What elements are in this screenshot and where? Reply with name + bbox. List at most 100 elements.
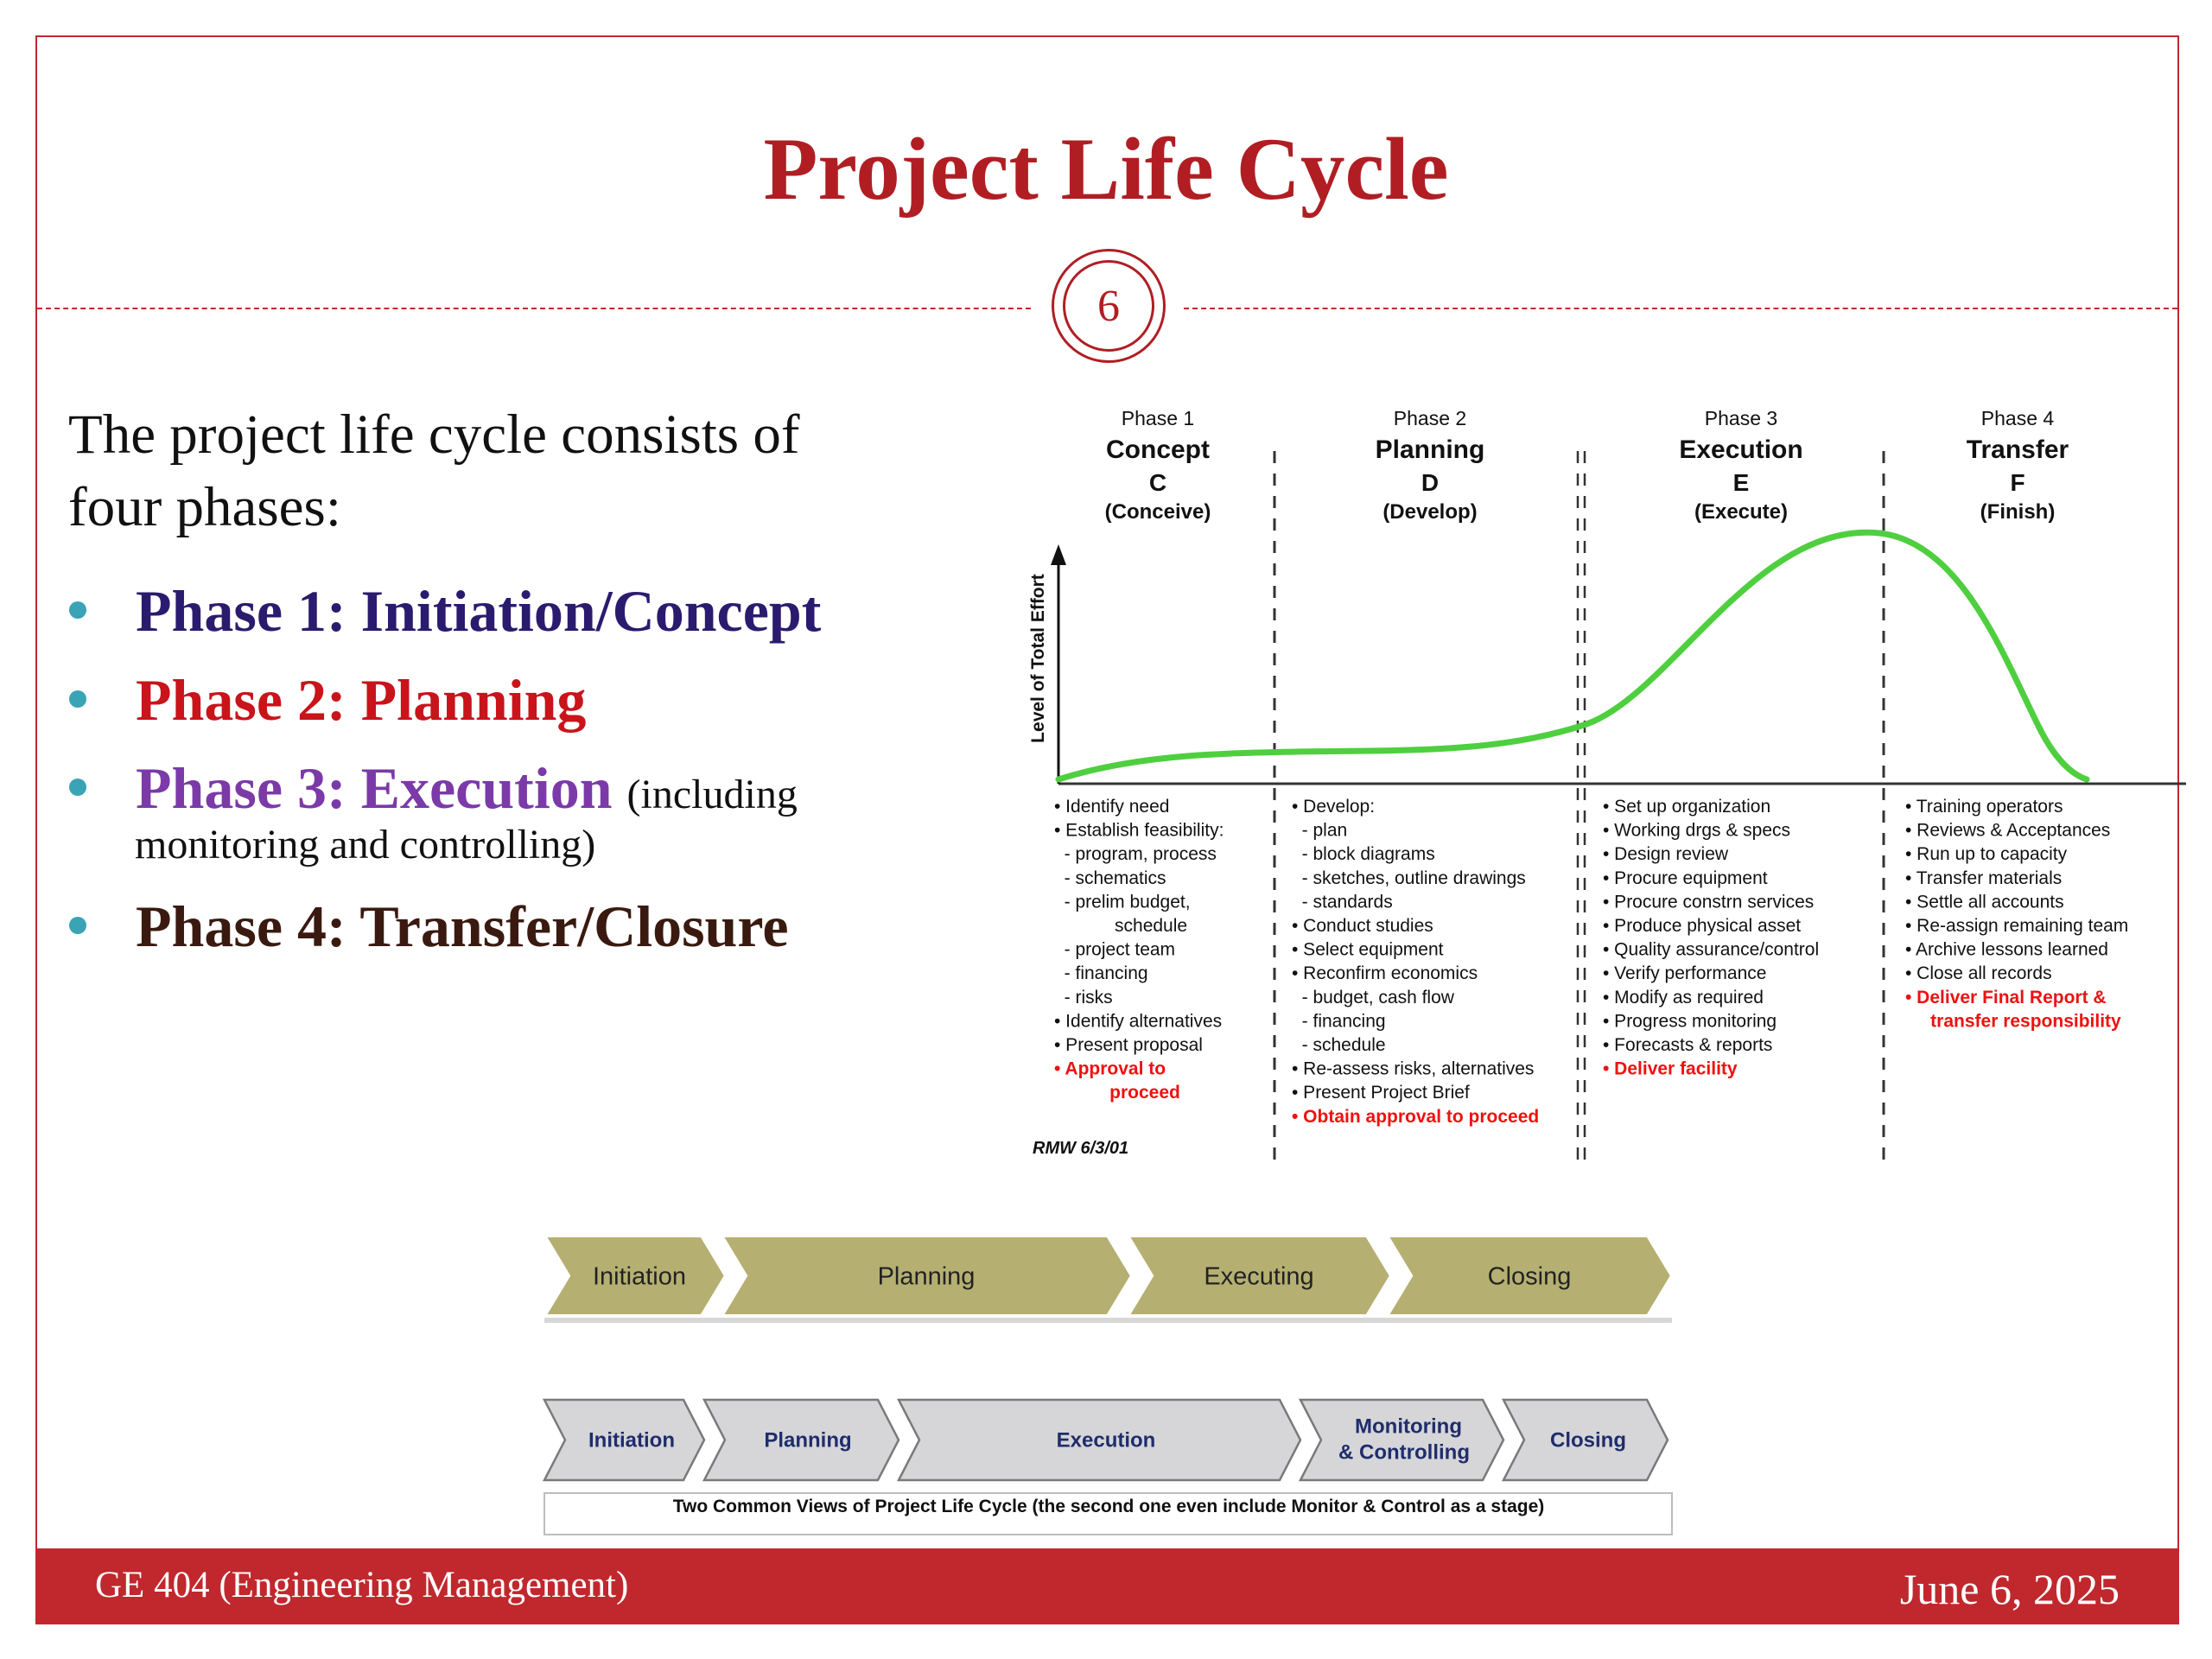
bullet-label: Phase 3: Execution [136, 755, 613, 821]
intro-text: The project life cycle consists of four … [68, 399, 924, 544]
phase-item: • Identify need [1054, 797, 1169, 817]
phase-milestone: transfer responsibility [1905, 1011, 2121, 1031]
phase-item: • Settle all accounts [1905, 892, 2064, 912]
stage-chevron [702, 1398, 900, 1482]
phase-item: - sketches, outline drawings [1292, 868, 1526, 888]
phase-letter: F [2010, 469, 2024, 496]
phase-letter: E [1733, 469, 1750, 496]
phase-milestone: • Obtain approval to proceed [1292, 1107, 1539, 1127]
phase-item: • Forecasts & reports [1603, 1035, 1772, 1055]
phase-item: • Establish feasibility: [1054, 821, 1224, 841]
phase-milestone: • Deliver Final Report & [1905, 988, 2107, 1007]
bullet-label: Phase 2: Planning [136, 667, 587, 733]
phase-item: • Procure constrn services [1603, 892, 1814, 912]
title-divider-right [1184, 308, 2177, 309]
stage-chevron [1124, 1234, 1394, 1318]
phase-item: - schematics [1054, 868, 1166, 888]
slide-title: Project Life Cycle [763, 120, 1449, 219]
phase-verb: (Execute) [1694, 500, 1788, 524]
phase-item: - plan [1292, 821, 1347, 841]
stage-chevron [1383, 1234, 1675, 1318]
stage-label: Closing [1550, 1429, 1626, 1452]
phase-item: • Conduct studies [1292, 916, 1433, 936]
bullet-dot-icon [69, 690, 86, 708]
phase-item: • Transfer materials [1905, 868, 2062, 888]
bullet-dot-icon [69, 601, 86, 619]
chevron-shadow [544, 1318, 1672, 1323]
phase-item: • Produce physical asset [1603, 916, 1801, 936]
phase-item: • Close all records [1905, 963, 2052, 983]
intro-line-2: four phases: [68, 475, 341, 538]
phase-item: • Run up to capacity [1905, 844, 2068, 864]
title-divider-left [37, 308, 1031, 309]
phase-milestone: proceed [1054, 1083, 1180, 1103]
phase-item: • Modify as required [1603, 988, 1764, 1007]
phase-item: • Identify alternatives [1054, 1011, 1222, 1031]
phase-item: • Training operators [1905, 797, 2063, 817]
phase-item: • Archive lessons learned [1905, 940, 2108, 960]
phase-verb: (Develop) [1382, 500, 1477, 524]
phase-milestone: • Approval to [1054, 1059, 1166, 1079]
phase-item: • Develop: [1292, 797, 1375, 817]
y-axis-label: Level of Total Effort [1028, 574, 1048, 743]
phase-item: • Reconfirm economics [1292, 963, 1478, 983]
life-cycle-view-1: Initiation Planning Executing Closing [541, 1234, 1675, 1323]
phase-name: Concept [1106, 435, 1210, 464]
phase-verb: (Conceive) [1105, 500, 1211, 524]
caption-box [543, 1492, 1673, 1535]
stage-chevron [541, 1234, 728, 1318]
intro-line-1: The project life cycle consists of [68, 404, 800, 466]
phase-name: Execution [1679, 435, 1802, 464]
phase-item: - standards [1292, 892, 1393, 912]
phase-number: Phase 4 [1981, 407, 2055, 429]
phase-item: • Set up organization [1603, 797, 1770, 817]
life-cycle-view-2: Initiation Planning Execution Monitoring& C… [542, 1398, 1673, 1535]
phase-item: • Quality assurance/control [1603, 940, 1819, 960]
phase-item: • Reviews & Acceptances [1905, 821, 2110, 841]
phase-name: Transfer [1967, 435, 2069, 464]
phase-item: • Verify performance [1603, 963, 1766, 983]
phase-number: Phase 3 [1705, 407, 1777, 429]
phase-item: • Working drgs & specs [1603, 821, 1790, 841]
phase-item: - block diagrams [1292, 844, 1435, 864]
stage-label: Planning [878, 1263, 976, 1291]
phase-item: - project team [1054, 940, 1175, 960]
phase-item: schedule [1054, 916, 1187, 936]
stage-label: Monitoring [1355, 1415, 1462, 1439]
phase-item: • Select equipment [1292, 940, 1444, 960]
stage-chevron [542, 1398, 706, 1482]
stage-label: Execution [1057, 1429, 1156, 1452]
stage-label: Closing [1488, 1263, 1572, 1291]
footer-bar: GE 404 (Engineering Management) June 6, … [35, 1548, 2179, 1624]
phase-item: - budget, cash flow [1292, 988, 1455, 1007]
effort-curve [1055, 529, 2090, 783]
bullet-dot-icon [69, 917, 86, 934]
phase-item: - financing [1292, 1011, 1386, 1031]
y-axis-arrow-icon [1051, 544, 1066, 565]
phase-number: Phase 2 [1394, 407, 1466, 429]
phase-item: • Present proposal [1054, 1035, 1203, 1055]
phase-item: - risks [1054, 988, 1113, 1007]
slide-date: June 6, 2025 [1899, 1565, 2120, 1613]
phase-item: • Progress monitoring [1603, 1011, 1777, 1031]
phase-item: • Re-assign remaining team [1905, 916, 2128, 936]
stage-label: & Controlling [1338, 1441, 1470, 1465]
phase-item: - schedule [1292, 1035, 1386, 1055]
bullet-label: Phase 1: Initiation/Concept [136, 578, 822, 644]
stage-label: Initiation [593, 1263, 686, 1291]
stage-chevron [718, 1234, 1135, 1318]
phase-item: • Procure equipment [1603, 868, 1768, 888]
stage-label: Executing [1204, 1263, 1313, 1291]
phase-name: Planning [1376, 435, 1485, 464]
bullet-label: Phase 4: Transfer/Closure [136, 893, 789, 959]
phase-milestone: • Deliver facility [1603, 1059, 1738, 1079]
stage-label: Initiation [588, 1429, 675, 1452]
bullet-note-continued: monitoring and controlling) [135, 822, 596, 868]
phase-item: - financing [1054, 963, 1148, 983]
phase-item: • Present Project Brief [1292, 1083, 1470, 1103]
stage-label: Planning [764, 1429, 851, 1452]
phase-item: - prelim budget, [1054, 892, 1191, 912]
phase-item: • Design review [1603, 844, 1729, 864]
bullet-phase-3-line: Phase 3: Execution (including [136, 755, 798, 821]
